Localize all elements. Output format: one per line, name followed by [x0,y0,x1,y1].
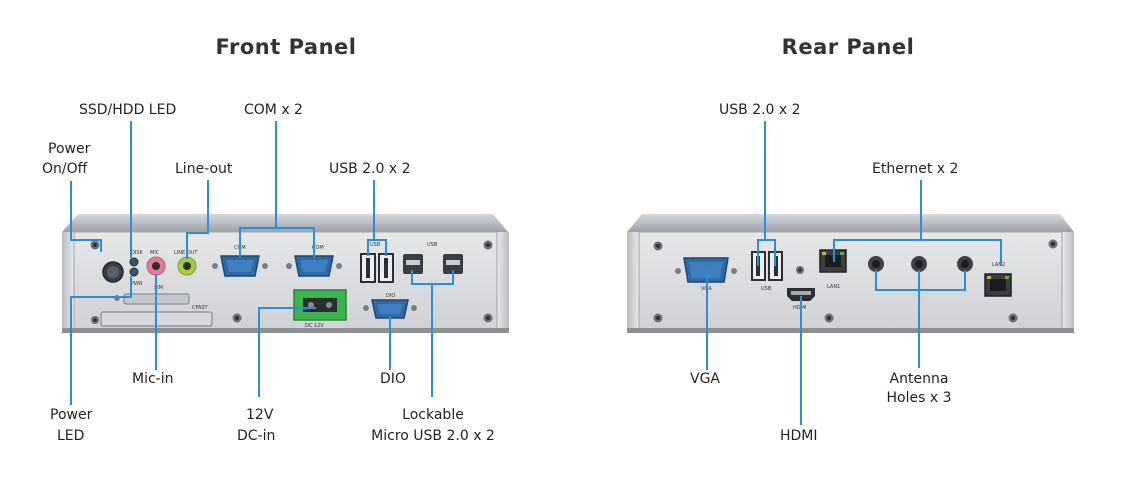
leader-usb-left [367,180,375,256]
leader-com-left [239,121,277,258]
callout-vga: VGA [690,371,720,387]
antenna-hole-3 [957,256,973,272]
callout-power-led-2: LED [57,428,84,444]
antenna-holes [868,256,973,272]
screw-icon [653,241,663,251]
pwr-led-label: PWR [131,281,143,287]
rear-callouts: USB 2.0 x 2 Ethernet x 2 VGA Antenna Hol… [690,102,958,444]
callout-antenna-1: Antenna [890,371,949,387]
callout-mic-in: Mic-in [132,371,173,387]
status-leds: DISK PWR [129,250,143,287]
rear-chassis-top [627,214,1074,232]
hdmi-silk-label: HDMI [793,305,806,311]
leader-antenna-bus [875,270,966,291]
leader-micro-usb-left [411,270,433,397]
callout-micro-usb-2: Micro USB 2.0 x 2 [371,428,495,444]
callout-rear-usb: USB 2.0 x 2 [719,102,801,118]
dc-in-terminal-block[interactable]: DC 12V [293,289,347,329]
callout-dio: DIO [380,371,406,387]
leader-com-right [276,227,315,258]
leader-rear-usb-left [757,121,766,266]
com-port-2[interactable]: COM [286,245,342,277]
callout-power-on-off-2: On/Off [42,161,88,177]
callout-hdmi: HDMI [780,428,818,444]
leader-dc-in [258,307,316,397]
dc-label: DC 12V [305,323,324,329]
callout-power-led-1: Power [50,407,93,423]
dio-port[interactable]: DIO [363,293,417,319]
screw-icon [796,266,804,274]
rear-panel-title: Rear Panel [782,35,915,59]
disk-led-icon [129,257,139,267]
screw-icon [90,240,100,250]
screw-icon [483,313,493,323]
callout-ssd-hdd-led: SSD/HDD LED [79,102,176,118]
callout-dc-in-1: 12V [246,407,274,423]
lan2-silk-label: LAN2 [992,262,1005,268]
leader-rear-usb-right [765,239,776,266]
callout-power-on-off-1: Power [48,141,91,157]
disk-led-label: DISK [131,250,143,256]
antenna-hole-2 [911,256,927,272]
rear-chassis-base [627,328,1074,333]
callout-dc-in-2: DC-in [237,428,275,444]
rear-chassis-right-bumper [1062,232,1074,330]
screw-icon [483,240,493,250]
screw-icon [824,313,834,323]
leader-ethernet-right [921,239,1002,266]
rear-chassis-left-bumper [627,232,639,330]
sim-label: SIM [154,285,163,291]
dio-label: DIO [386,293,395,299]
rear-leader-lines [706,121,1002,425]
mic-label: MIC [150,250,160,256]
antenna-hole-1 [868,256,884,272]
lan2-port[interactable]: LAN2 [984,262,1012,297]
callout-micro-usb-1: Lockable [402,407,464,423]
front-chassis-left-bumper [62,232,74,330]
leader-line-out [186,180,209,259]
front-panel: Front Panel DISK PWR [42,35,509,444]
rear-panel: Rear Panel VGA [627,35,1074,444]
leader-micro-usb-right [432,270,454,285]
leader-power-led [70,276,132,405]
screw-icon [653,313,663,323]
front-chassis-right-bumper [497,232,509,330]
usb-a-label: USB [370,242,381,248]
front-callouts: SSD/HDD LED COM x 2 Power On/Off Line-ou… [42,102,495,444]
callout-line-out: Line-out [175,161,233,177]
front-panel-title: Front Panel [216,35,357,59]
micro-usb-label: USB [427,242,438,248]
power-led-icon [129,267,139,277]
screw-icon [91,316,99,324]
screw-icon [232,313,242,323]
power-button[interactable] [102,261,124,283]
front-leader-lines [70,121,454,405]
rear-usb-silk-label: USB [761,286,772,292]
screw-icon [1048,239,1058,249]
micro-usb-ports[interactable]: USB [403,242,463,274]
callout-com: COM x 2 [244,102,303,118]
callout-antenna-2: Holes x 3 [887,390,952,406]
screw-icon [1008,313,1018,323]
hdmi-port[interactable]: HDMI [787,288,815,311]
front-chassis-top [62,214,508,232]
rear-screws [653,239,1058,323]
leader-usb-right [374,239,387,256]
cfast-label: CFAST [192,305,209,311]
leader-ethernet-left [833,180,922,262]
callout-ethernet: Ethernet x 2 [872,161,958,177]
com2-label: COM [312,245,324,251]
front-screws [90,240,493,324]
front-chassis-base [62,328,509,333]
lan1-silk-label: LAN1 [827,284,840,290]
callout-usb: USB 2.0 x 2 [329,161,411,177]
leader-power-on-off [70,181,102,252]
